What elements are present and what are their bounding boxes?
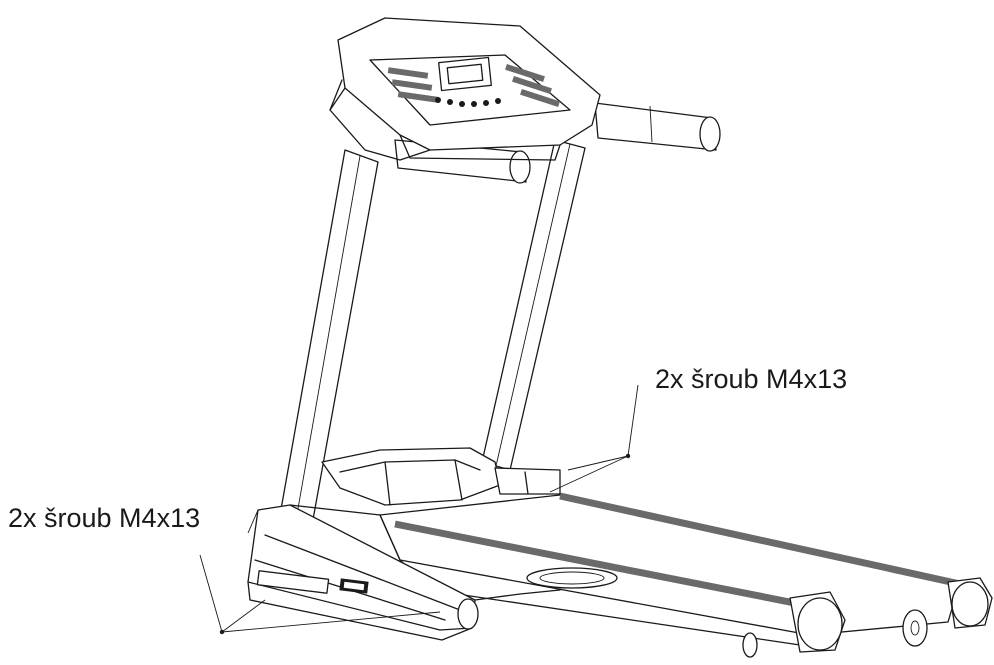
transport-wheel-right — [902, 609, 928, 647]
belt-edge-stripes — [394, 492, 961, 612]
right-handlebar — [594, 102, 721, 152]
rear-roller-right — [947, 577, 993, 629]
rear-roller-left — [789, 591, 846, 653]
callout-label-right: 2x šroub M4x13 — [655, 364, 848, 394]
front-base-frame — [247, 504, 561, 641]
base-label-plate — [256, 570, 369, 594]
transport-wheel-left — [742, 632, 758, 658]
motor-cover — [321, 447, 561, 506]
callout-leader-left — [199, 509, 441, 635]
side-logo-area — [526, 567, 618, 589]
console — [329, 17, 601, 161]
console-buttons — [387, 63, 560, 108]
console-display — [438, 56, 492, 92]
callout-label-left: 2x šroub M4x13 — [8, 503, 201, 533]
callout-leader-right — [549, 384, 639, 493]
right-upright-post — [481, 139, 586, 471]
